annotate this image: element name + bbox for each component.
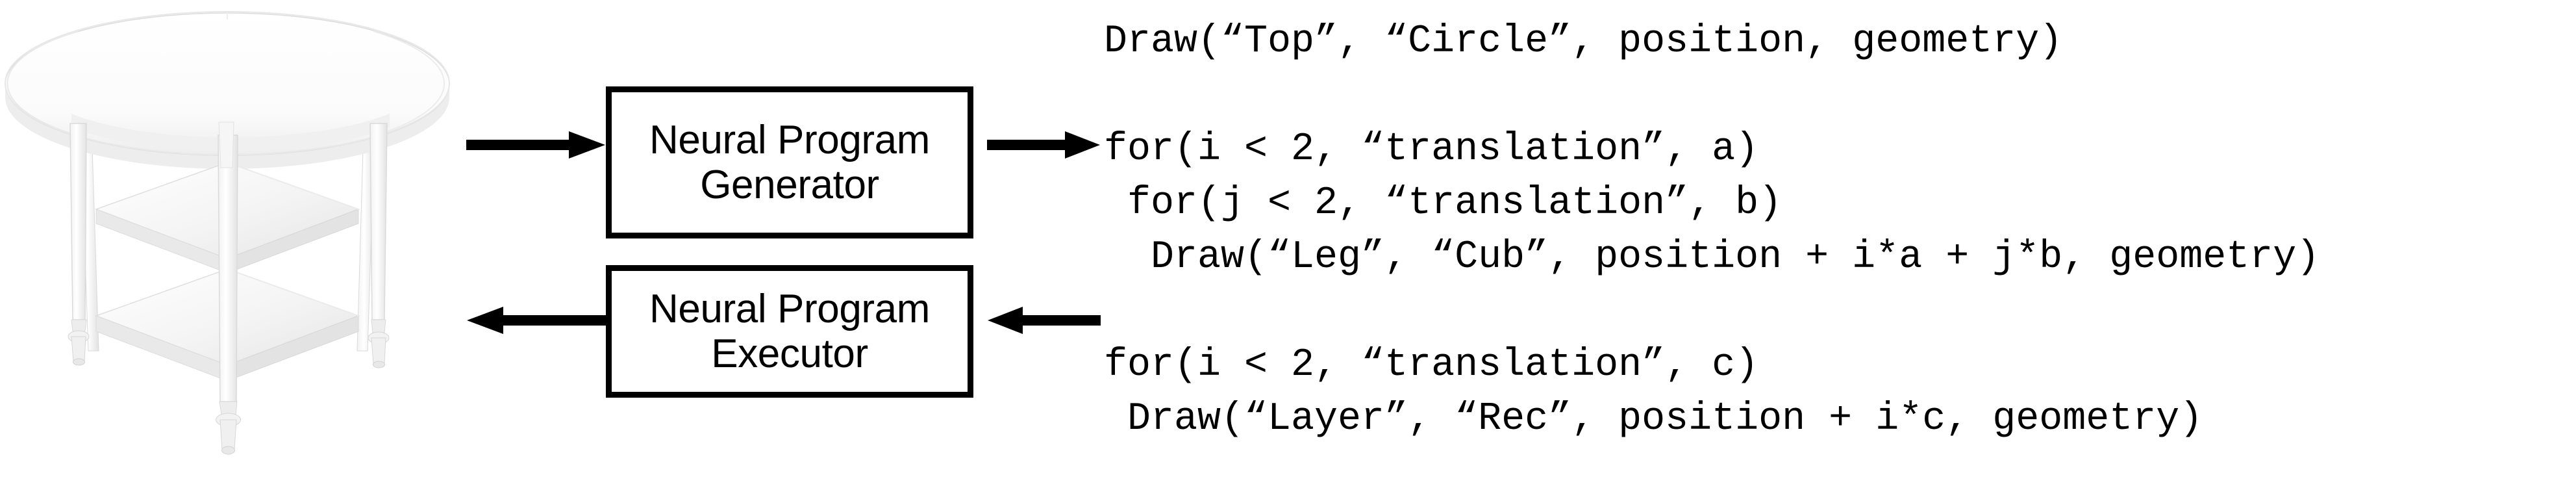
program-code-listing: Draw(“Top”, “Circle”, position, geometry… [1104,0,2576,501]
arrow-program-to-executor [987,305,1101,339]
code-line: Draw(“Leg”, “Cub”, position + i*a + j*b,… [1151,235,2320,279]
table-top [5,11,450,169]
executor-label-line1: Neural Program [649,286,930,331]
arrow-executor-to-image [466,305,606,339]
arrow-generator-to-program [987,130,1101,163]
table-leg-front-left [68,123,90,366]
table-leg-front-center [216,135,241,455]
code-line: for(i < 2, “translation”, a) [1104,127,1759,172]
generator-label-line1: Neural Program [649,117,930,162]
round-table-photo [0,0,455,501]
table-apron [71,114,390,151]
round-table-illustration [0,0,455,501]
generator-label-line2: Generator [700,162,879,207]
executor-label-line2: Executor [711,331,868,376]
code-line: Draw(“Layer”, “Rec”, position + i*c, geo… [1127,397,2203,441]
code-line: Draw(“Top”, “Circle”, position, geometry… [1104,19,2063,64]
table-leg-front-right [368,123,390,368]
code-line: for(j < 2, “translation”, b) [1127,181,1782,225]
code-line: for(i < 2, “translation”, c) [1104,343,1759,387]
neural-program-executor-box[interactable]: Neural Program Executor [606,265,973,398]
arrow-image-to-generator [466,130,606,163]
table-leg-back-center [218,122,234,168]
neural-program-generator-box[interactable]: Neural Program Generator [606,86,973,238]
